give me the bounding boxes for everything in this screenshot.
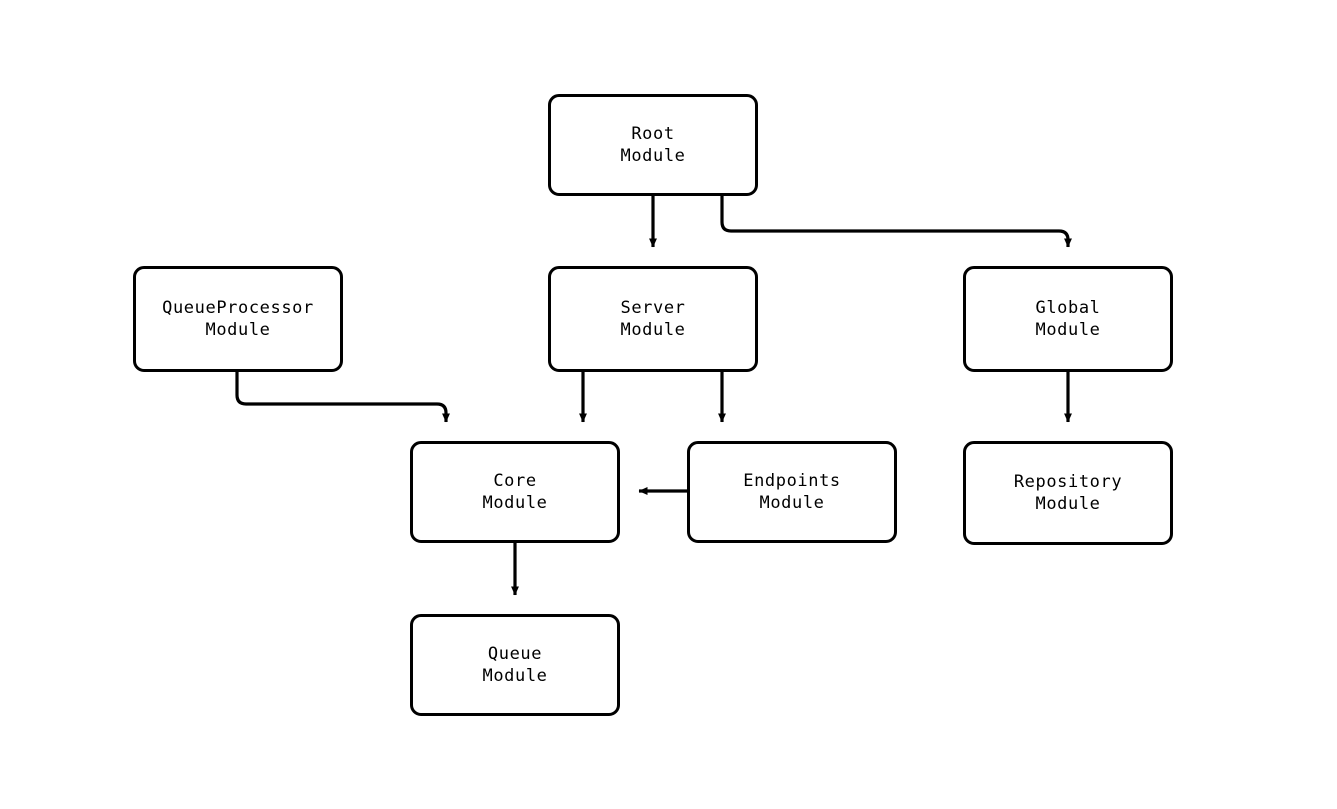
node-global-module-suffix: Module	[1035, 320, 1101, 340]
node-server-module-name: Server	[620, 298, 686, 318]
node-queue-module[interactable]: Queue Module	[410, 614, 620, 716]
node-repository-module-suffix: Module	[1035, 494, 1101, 514]
node-endpoints-module-name: Endpoints	[743, 471, 841, 491]
node-endpoints-module[interactable]: Endpoints Module	[687, 441, 897, 543]
node-queue-module-name: Queue	[487, 644, 543, 664]
node-server-module-suffix: Module	[620, 320, 686, 340]
node-root-module[interactable]: Root Module	[548, 94, 758, 196]
node-core-module[interactable]: Core Module	[410, 441, 620, 543]
node-core-module-name: Core	[493, 471, 537, 491]
edge-queueprocessor-to-core	[235, 372, 450, 423]
node-queueprocessor-module[interactable]: QueueProcessor Module	[133, 266, 343, 372]
node-queue-module-suffix: Module	[482, 666, 548, 686]
node-global-module[interactable]: Global Module	[963, 266, 1173, 372]
node-server-module[interactable]: Server Module	[548, 266, 758, 372]
node-endpoints-module-suffix: Module	[759, 493, 825, 513]
node-root-module-suffix: Module	[620, 146, 686, 166]
node-root-module-name: Root	[631, 124, 675, 144]
node-core-module-suffix: Module	[482, 493, 548, 513]
node-queueprocessor-module-name: QueueProcessor	[162, 298, 314, 318]
node-global-module-name: Global	[1035, 298, 1101, 318]
node-queueprocessor-module-suffix: Module	[205, 320, 271, 340]
edge-root-to-global	[720, 196, 1072, 248]
node-repository-module[interactable]: Repository Module	[963, 441, 1173, 545]
node-repository-module-name: Repository	[1013, 472, 1123, 492]
